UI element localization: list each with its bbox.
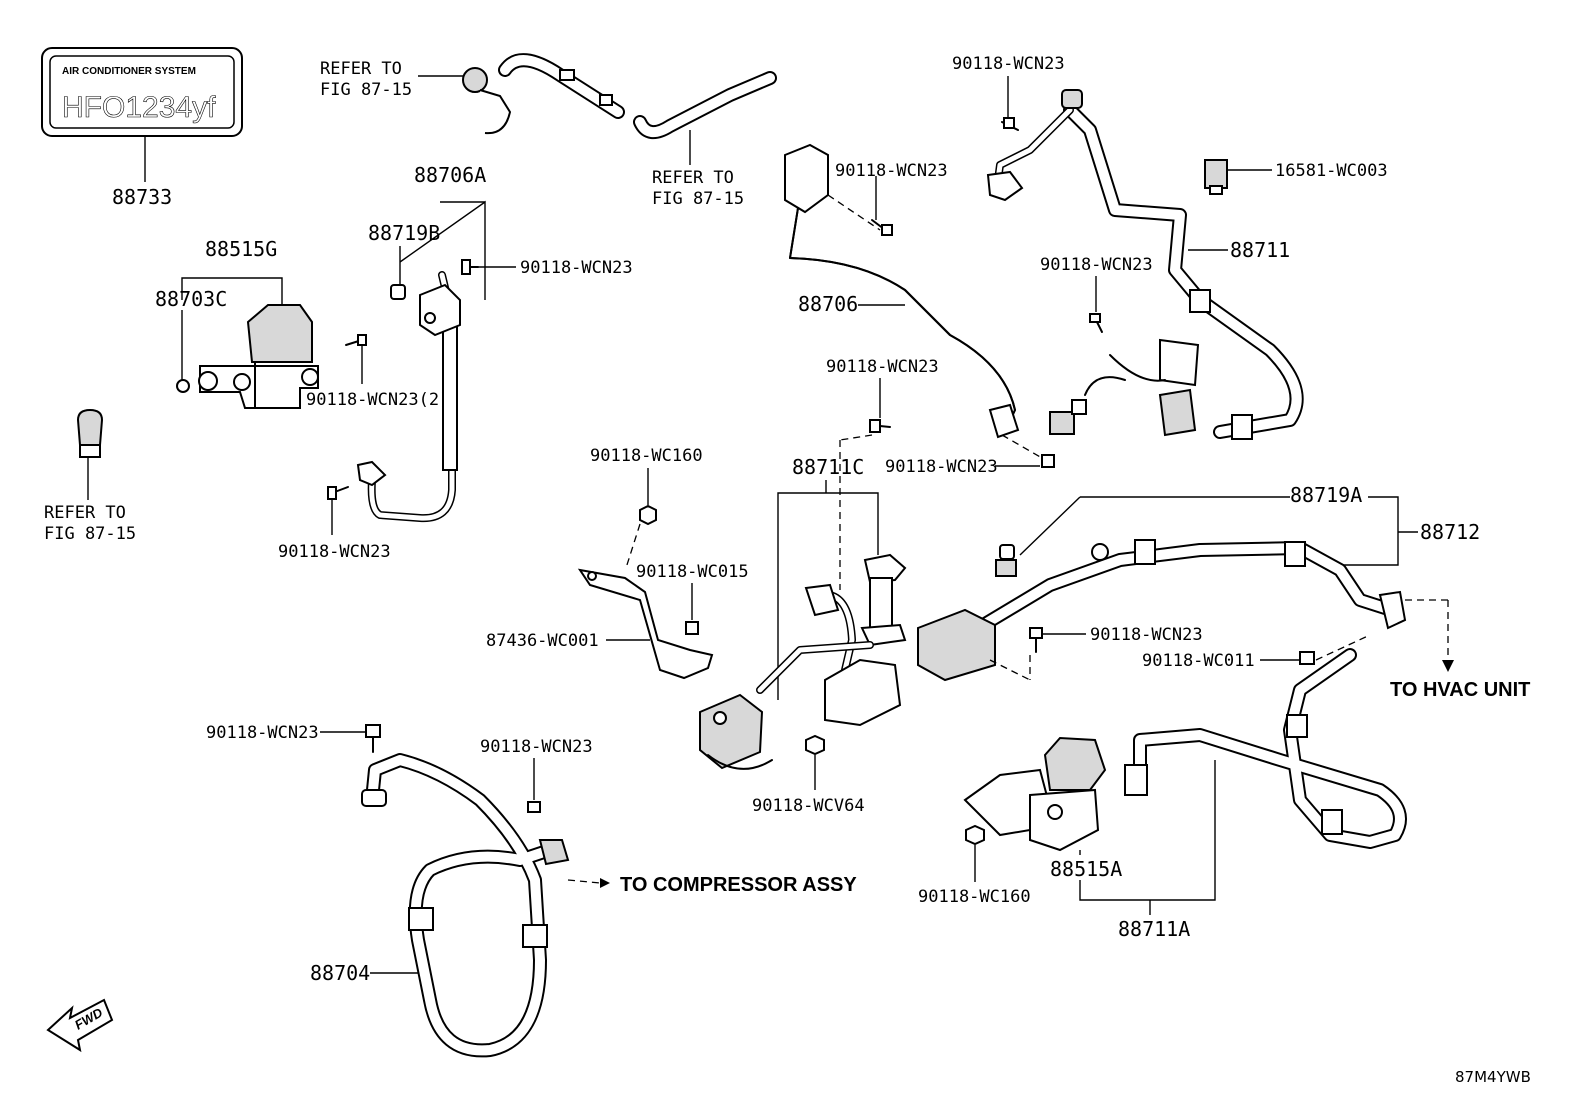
sensor-harness[interactable] xyxy=(1049,338,1200,437)
callout-90118-wcn23-d: 90118-WCN23 xyxy=(1040,255,1153,275)
refer-top-line2: FIG 87-15 xyxy=(320,80,412,100)
bolt-90118-wcn23-top[interactable] xyxy=(1001,117,1019,131)
callout-90118-wcn23-b: 90118-WCN23 xyxy=(278,542,391,562)
callout-90118-wcv64: 90118-WCV64 xyxy=(752,796,865,816)
bolt-90118-wcn23-c[interactable] xyxy=(871,219,893,236)
nut-90118-wcv64[interactable] xyxy=(805,734,825,756)
callout-90118-wcn23-c: 90118-WCN23 xyxy=(835,161,948,181)
callout-88704: 88704 xyxy=(310,961,370,985)
label-system-text: AIR CONDITIONER SYSTEM xyxy=(62,66,196,77)
callout-90118-wc160-b: 90118-WC160 xyxy=(918,887,1031,907)
callout-88515A: 88515A xyxy=(1050,857,1122,881)
callout-88712: 88712 xyxy=(1420,520,1480,544)
pipe-88712[interactable] xyxy=(917,539,1407,682)
bolt-90118-wcn23-h[interactable] xyxy=(365,724,381,753)
bolt-90118-wcn23-a[interactable] xyxy=(461,259,479,275)
to-hvac-unit: TO HVAC UNIT xyxy=(1390,679,1530,701)
nut-90118-wc160-b[interactable] xyxy=(965,824,985,846)
cap-88719B[interactable] xyxy=(390,284,406,300)
callout-88719B: 88719B xyxy=(368,221,440,245)
refer-mid-line1: REFER TO xyxy=(652,168,734,188)
callout-88515G: 88515G xyxy=(205,237,277,261)
pipe-88711A[interactable] xyxy=(1124,648,1407,849)
service-cap-left[interactable] xyxy=(76,408,104,458)
refer-left-line1: REFER TO xyxy=(44,503,126,523)
bolt-90118-wcn23-f[interactable] xyxy=(1041,454,1055,468)
expansion-valve-88515G[interactable] xyxy=(198,304,319,409)
callout-88703C: 88703C xyxy=(155,287,227,311)
bolt-90118-wcn23-2[interactable] xyxy=(345,334,367,346)
callout-90118-wcn23-i: 90118-WCN23 xyxy=(480,737,593,757)
hose-88704[interactable] xyxy=(361,753,570,1058)
callout-88711C: 88711C xyxy=(792,455,864,479)
switch-16581-wc003[interactable] xyxy=(1204,159,1228,195)
callout-90118-wcn23-e: 90118-WCN23 xyxy=(826,357,939,377)
bolt-90118-wcn23-d[interactable] xyxy=(1089,313,1103,333)
callout-88711A: 88711A xyxy=(1118,917,1190,941)
liquid-pipe-88706A[interactable] xyxy=(356,271,461,523)
callout-90118-wcn23-a: 90118-WCN23 xyxy=(520,258,633,278)
pipe-88711C[interactable] xyxy=(699,553,907,770)
bolt-90118-wc015[interactable] xyxy=(685,621,699,635)
pipe-88711[interactable] xyxy=(986,89,1304,440)
callout-88706A: 88706A xyxy=(414,163,486,187)
callout-90118-wcn23-g: 90118-WCN23 xyxy=(1090,625,1203,645)
callout-90118-wc011: 90118-WC011 xyxy=(1142,651,1255,671)
callout-90118-wcn23-h: 90118-WCN23 xyxy=(206,723,319,743)
fwd-arrow-icon: FWD xyxy=(46,998,114,1053)
bolt-90118-wcn23-g[interactable] xyxy=(1029,627,1043,653)
callout-90118-wc015: 90118-WC015 xyxy=(636,562,749,582)
bracket-87436-wc001[interactable] xyxy=(577,568,714,680)
expansion-valve-88515A[interactable] xyxy=(963,736,1107,852)
callout-88711: 88711 xyxy=(1230,238,1290,262)
bolt-90118-wcn23-i[interactable] xyxy=(527,801,541,813)
callout-90118-wcn23-top: 90118-WCN23 xyxy=(952,54,1065,74)
callout-90118-wcn23-f: 90118-WCN23 xyxy=(885,457,998,477)
callout-87436-wc001: 87436-WC001 xyxy=(486,631,599,651)
refer-left-line2: FIG 87-15 xyxy=(44,524,136,544)
top-hose-assembly[interactable] xyxy=(462,53,777,139)
callout-88733: 88733 xyxy=(112,185,172,209)
callout-88706: 88706 xyxy=(798,292,858,316)
callout-90118-wcn23-2: 90118-WCN23(2) xyxy=(306,390,449,410)
nut-90118-wc160-a[interactable] xyxy=(639,504,657,526)
bolt-90118-wcn23-b[interactable] xyxy=(327,486,349,500)
callout-88719A: 88719A xyxy=(1290,483,1362,507)
bolt-90118-wcn23-e[interactable] xyxy=(869,419,891,433)
label-refrigerant-text: HFO1234yf xyxy=(62,91,216,124)
to-compressor-assy: TO COMPRESSOR ASSY xyxy=(620,874,857,896)
o-ring-88703C[interactable] xyxy=(176,379,190,393)
cap-88719A[interactable] xyxy=(995,544,1017,577)
callout-90118-wc160-a: 90118-WC160 xyxy=(590,446,703,466)
pipe-88706[interactable] xyxy=(784,143,1020,439)
bolt-90118-wc011[interactable] xyxy=(1299,651,1315,665)
diagram-code: 87M4YWB xyxy=(1455,1068,1531,1086)
callout-16581-wc003: 16581-WC003 xyxy=(1275,161,1388,181)
refer-mid-line2: FIG 87-15 xyxy=(652,189,744,209)
refrigerant-label-part[interactable]: AIR CONDITIONER SYSTEM HFO1234yf xyxy=(41,47,243,137)
refer-top-line1: REFER TO xyxy=(320,59,402,79)
